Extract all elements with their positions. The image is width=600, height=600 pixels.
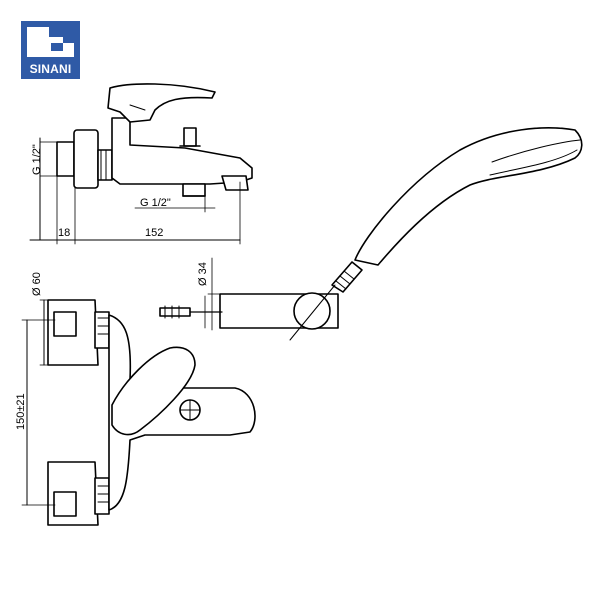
side-view — [29, 83, 253, 245]
logo-mark-icon — [27, 27, 74, 57]
holder-diameter-label: Ø 34 — [197, 262, 209, 286]
inlet-thread-side-label: G 1/2" — [31, 144, 43, 175]
brand-name: SINANI — [29, 62, 72, 76]
center-distance-label: 150±21 — [15, 393, 27, 430]
spout-length-label: 152 — [145, 227, 163, 239]
hand-shower — [331, 127, 583, 293]
inlet-thread-bottom-label: G 1/2" — [140, 197, 171, 209]
wall-holder — [159, 257, 339, 341]
front-view — [21, 299, 256, 526]
wall-offset-label: 18 — [58, 227, 70, 239]
brand-logo — [21, 21, 80, 79]
rosette-diameter-label: Ø 60 — [31, 272, 43, 296]
